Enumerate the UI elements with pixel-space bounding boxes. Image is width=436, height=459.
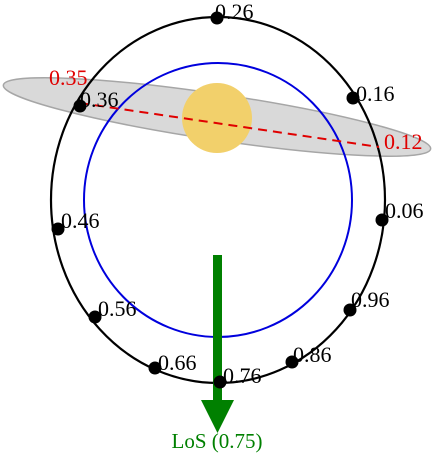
phase-point-006: 0.06 <box>375 198 424 227</box>
phase-label: 0.06 <box>385 198 424 223</box>
los-arrow-shaft <box>213 255 222 403</box>
phase-dot <box>51 222 65 236</box>
phase-label: 0.46 <box>61 208 100 233</box>
phase-dot <box>88 310 102 324</box>
line-of-sight-label: LoS (0.75) <box>172 429 263 453</box>
phase-point-066: 0.66 <box>148 350 197 375</box>
phase-point-096: 0.96 <box>343 287 390 317</box>
phase-dot <box>343 303 357 317</box>
line-of-nodes <box>79 102 380 148</box>
ascending-node-label: 0.35 <box>49 65 88 90</box>
phase-label: 0.66 <box>158 350 197 375</box>
phase-dot <box>73 99 87 113</box>
phase-point-046: 0.46 <box>51 208 100 236</box>
star <box>182 83 252 153</box>
phase-dot <box>213 375 227 389</box>
phase-label: 0.86 <box>293 342 332 367</box>
phase-label: 0.16 <box>356 81 395 106</box>
phase-dot <box>210 11 224 25</box>
phase-point-036: 0.36 <box>73 87 119 113</box>
los-arrow-head <box>201 400 234 433</box>
phase-dot <box>346 91 360 105</box>
phase-point-026: 0.26 <box>210 0 254 25</box>
phase-label: 0.36 <box>80 87 119 112</box>
phase-dot <box>285 355 299 369</box>
phase-label: 0.26 <box>215 0 254 24</box>
phase-label: 0.96 <box>351 287 390 312</box>
phase-point-056: 0.56 <box>88 296 137 324</box>
phase-label: 0.76 <box>223 363 262 388</box>
phase-dot <box>148 361 162 375</box>
descending-node-label: 0.12 <box>384 129 423 154</box>
phase-point-076: 0.76 <box>213 363 262 389</box>
phase-point-016: 0.16 <box>346 81 395 106</box>
phase-markers: 0.26 0.16 0.06 0.96 0.86 0.76 <box>51 0 424 389</box>
phase-dot <box>375 213 389 227</box>
line-of-sight-arrow <box>201 255 234 433</box>
phase-point-086: 0.86 <box>285 342 332 369</box>
phase-label: 0.56 <box>98 296 137 321</box>
